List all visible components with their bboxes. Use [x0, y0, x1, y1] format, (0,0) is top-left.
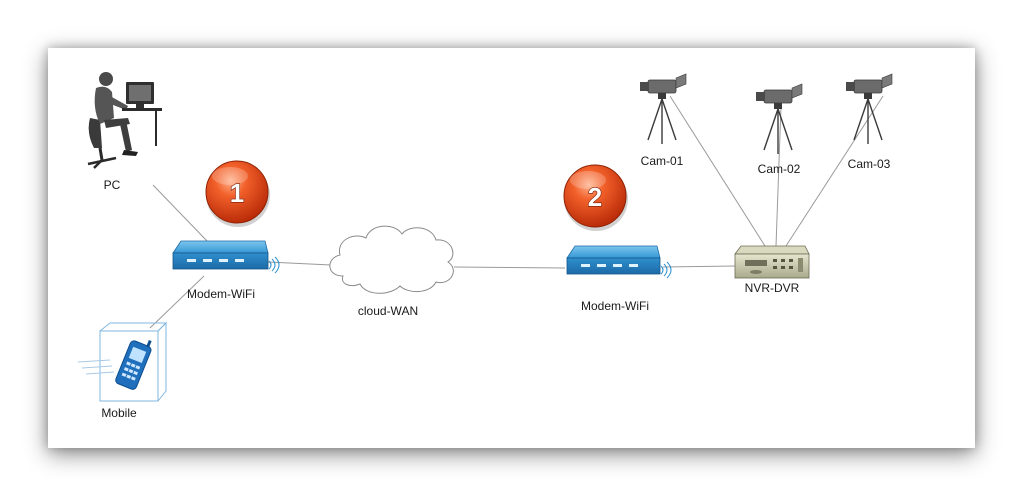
mobile-label: Mobile	[101, 406, 137, 420]
camera-tripod-icon[interactable]	[756, 83, 803, 154]
camera-tripod-icon[interactable]	[846, 73, 893, 144]
link-cam3-nvr	[785, 95, 884, 247]
cloud-label: cloud-WAN	[358, 304, 418, 318]
badge-1-number: 1	[230, 178, 244, 208]
modem2-label: Modem-WiFi	[581, 299, 649, 313]
link-cam1-nvr	[669, 95, 766, 247]
modem1-label: Modem-WiFi	[187, 287, 255, 301]
link-modem1-mobile	[149, 275, 205, 329]
camera-tripod-icon[interactable]	[640, 73, 687, 144]
pc-label: PC	[104, 178, 121, 192]
cam1-label: Cam-01	[641, 154, 684, 168]
cam2-label: Cam-02	[758, 162, 801, 176]
link-modem1-cloud	[267, 261, 332, 266]
link-cam2-nvr	[775, 105, 782, 247]
wifi-modem-icon[interactable]	[172, 240, 280, 274]
step-badge-1: 1	[205, 160, 270, 227]
step-badge-2: 2	[563, 164, 628, 231]
link-pc-modem1	[152, 184, 209, 243]
workstation-user-icon[interactable]	[87, 72, 162, 169]
badge-2-number: 2	[588, 182, 602, 212]
cloud-icon[interactable]	[329, 225, 454, 294]
cam3-label: Cam-03	[848, 157, 891, 171]
link-modem2-nvr	[662, 265, 736, 268]
link-cloud-modem2	[453, 266, 566, 269]
wifi-modem-icon[interactable]	[566, 245, 672, 279]
nvr-dvr-recorder-icon[interactable]	[734, 245, 810, 279]
nvr-label: NVR-DVR	[745, 281, 800, 295]
network-diagram-canvas: PC Modem-WiFi	[48, 48, 975, 448]
mobile-phone-icon[interactable]	[77, 321, 168, 402]
